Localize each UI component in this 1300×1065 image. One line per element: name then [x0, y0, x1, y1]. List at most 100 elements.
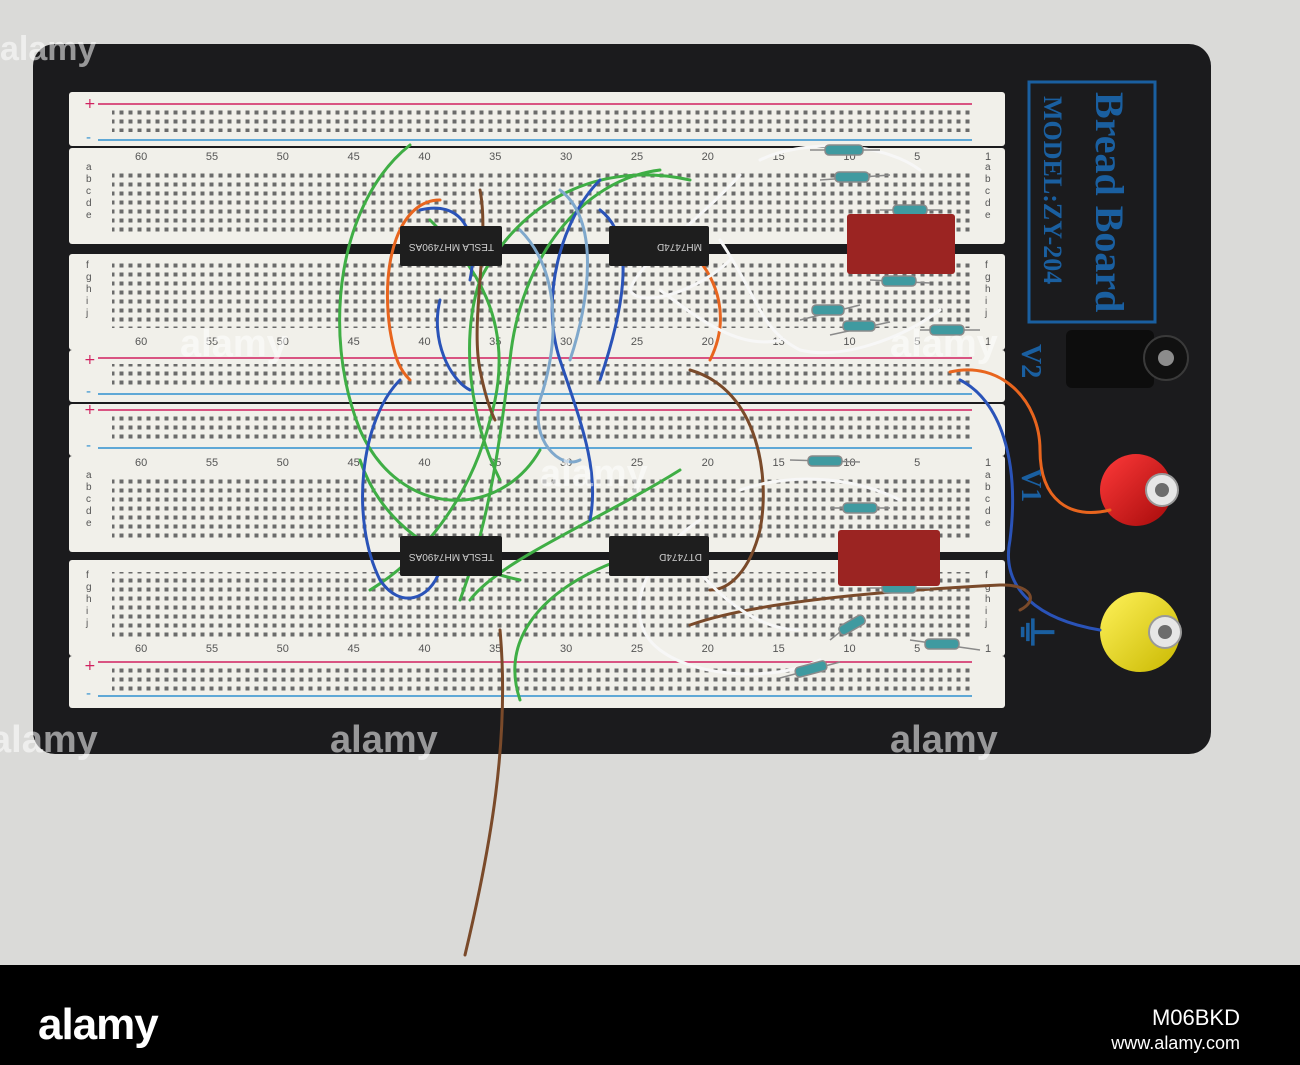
column-number: 40: [418, 457, 430, 469]
column-number: 15: [773, 457, 785, 469]
ground-symbol: ⏚: [1013, 612, 1058, 652]
model-number: MODEL:ZY-204: [1038, 96, 1067, 284]
resistor: [929, 324, 965, 336]
watermark: alamy: [330, 719, 438, 761]
column-number: 50: [277, 151, 289, 163]
brand-plate: Bread Board MODEL:ZY-204: [1027, 80, 1157, 324]
terminal-strip-2-top: [69, 456, 1005, 552]
column-number: 55: [206, 457, 218, 469]
watermark: alamy: [890, 719, 998, 761]
row-letter: d: [86, 198, 92, 209]
column-number: 35: [489, 151, 501, 163]
ic-chip-2: MH7474D: [609, 226, 709, 266]
row-letter: b: [985, 174, 991, 185]
terminal-strip-1-top: [69, 148, 1005, 244]
watermark: alamy: [540, 453, 648, 495]
resistor: [881, 275, 917, 287]
row-letter: f: [86, 570, 89, 581]
watermark: alamy: [180, 323, 288, 365]
row-letter: a: [985, 470, 991, 481]
row-letter: d: [985, 506, 991, 517]
row-letter: f: [985, 260, 988, 271]
resistor: [838, 614, 866, 636]
terminal-v2-label: V2: [1015, 344, 1046, 378]
column-number: 1: [985, 336, 991, 348]
column-number: 50: [277, 457, 289, 469]
column-number: 40: [418, 643, 430, 655]
rail-plus-label: +: [84, 658, 96, 674]
row-letter: e: [86, 518, 92, 529]
row-letter: d: [86, 506, 92, 517]
row-letter: g: [985, 582, 991, 593]
resistor: [834, 171, 870, 183]
column-number: 25: [631, 457, 643, 469]
rail-plus-label: +: [84, 352, 96, 368]
column-number: 10: [843, 643, 855, 655]
row-letter: d: [985, 198, 991, 209]
column-number: 60: [135, 151, 147, 163]
row-letter: j: [85, 308, 88, 319]
terminal-strip-2-bottom: [69, 560, 1005, 656]
row-letter: f: [985, 570, 988, 581]
column-number: 1: [985, 151, 991, 163]
terminal-v1-label: V1: [1015, 468, 1046, 502]
column-number: 25: [631, 643, 643, 655]
row-letter: i: [86, 296, 88, 307]
column-number: 25: [631, 336, 643, 348]
power-rail-bottom: [69, 656, 1005, 708]
column-number: 50: [277, 643, 289, 655]
resistor: [842, 320, 876, 332]
column-number: 30: [560, 336, 572, 348]
column-number: 5: [914, 336, 920, 348]
column-number: 60: [135, 336, 147, 348]
rail-minus-label: -: [86, 384, 91, 400]
resistor: [842, 502, 878, 514]
ic-chip-3: TESLA MH7490AS: [400, 536, 502, 576]
column-number: 50: [277, 336, 289, 348]
resistor: [924, 638, 960, 650]
column-number: 40: [418, 151, 430, 163]
resistor: [811, 304, 845, 316]
row-letter: g: [985, 272, 991, 283]
watermarks: alamy alamy alamy alamy alamy alamy alam…: [0, 30, 998, 761]
watermark: alamy: [890, 323, 998, 365]
column-number: 5: [914, 457, 920, 469]
column-number: 55: [206, 151, 218, 163]
column-number: 55: [206, 643, 218, 655]
column-number: 20: [702, 643, 714, 655]
resistor: [807, 455, 843, 467]
power-rail-top: [69, 92, 1005, 146]
row-letter: c: [985, 494, 990, 505]
brand-name: Bread Board: [1087, 92, 1132, 312]
row-letter: c: [985, 186, 990, 197]
terminal-v1: V1: [1015, 454, 1179, 526]
column-number: 45: [348, 457, 360, 469]
footer-bar: [0, 965, 1300, 1065]
column-number: 10: [843, 336, 855, 348]
row-letter: c: [86, 494, 91, 505]
ic-chip-4: DT7474D: [609, 536, 709, 576]
chip-label: MH7474D: [657, 241, 702, 252]
row-letter: i: [985, 296, 987, 307]
row-letter: h: [985, 284, 991, 295]
row-letter: e: [86, 210, 92, 221]
watermark: alamy: [0, 719, 98, 761]
chip-label: TESLA MH7490AS: [409, 241, 494, 252]
column-number: 30: [560, 643, 572, 655]
row-letter: i: [86, 606, 88, 617]
resistor: [892, 204, 928, 216]
relay: [847, 214, 955, 274]
column-number: 45: [348, 151, 360, 163]
row-letter: j: [984, 618, 987, 629]
row-letter: a: [985, 162, 991, 173]
row-letter: f: [86, 260, 89, 271]
footer-image-id: M06BKD: [1151, 1005, 1240, 1030]
power-rail-middle: [69, 350, 1005, 456]
row-letter: h: [985, 594, 991, 605]
row-letter: e: [985, 518, 991, 529]
row-letter: a: [86, 162, 92, 173]
column-number: 20: [702, 457, 714, 469]
resistor: [794, 660, 828, 678]
column-number: 15: [773, 643, 785, 655]
